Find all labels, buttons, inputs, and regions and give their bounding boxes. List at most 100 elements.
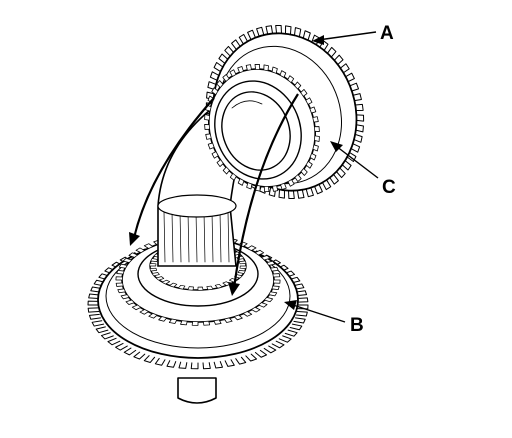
gear-tooth <box>202 362 211 370</box>
gear-tooth <box>354 103 364 111</box>
gear-tooth <box>272 185 279 192</box>
shaft-spline <box>227 211 230 263</box>
lower-shaft-stub <box>177 377 217 404</box>
gear-tooth <box>115 282 124 287</box>
gear-tooth <box>88 313 102 320</box>
gear-tooth <box>258 302 268 308</box>
gear-tooth <box>234 314 243 321</box>
gear-tooth <box>235 356 247 365</box>
gear-tooth <box>296 297 309 303</box>
gear-tooth <box>312 116 319 123</box>
gear-tooth <box>273 279 281 284</box>
gear-tooth <box>261 255 271 261</box>
gear-tooth <box>255 249 265 256</box>
gear-tooth <box>180 320 188 326</box>
gear-tooth <box>284 329 298 337</box>
gear-tooth <box>263 64 269 71</box>
shaft-spline <box>203 211 206 263</box>
gear-tooth <box>237 178 245 186</box>
guide-line-left <box>132 97 215 239</box>
gear-tooth <box>222 166 230 175</box>
gear-tooth <box>305 187 314 198</box>
gear-tooth <box>117 288 126 294</box>
gear-tooth <box>107 337 121 346</box>
leader-line-c <box>335 145 379 179</box>
gear-tooth <box>350 143 361 153</box>
gear-tooth <box>270 266 279 272</box>
gear-tooth <box>95 326 109 334</box>
gear-tooth <box>166 360 177 368</box>
gear-tooth <box>229 173 237 181</box>
gear-tooth <box>247 29 256 41</box>
gear-tooth <box>247 245 257 251</box>
gear-tooth <box>206 285 214 290</box>
shaft-spline <box>195 211 198 263</box>
gear-tooth <box>312 144 319 152</box>
shaft-spline <box>179 211 182 263</box>
gear-tooth <box>91 320 105 327</box>
shaft-spline <box>187 211 190 263</box>
gear-tooth <box>355 124 364 133</box>
gear-tooth <box>216 80 224 88</box>
leader-line-b <box>289 303 346 323</box>
guide-arrowhead-right <box>228 282 240 296</box>
gear-tooth <box>254 349 268 358</box>
gear-tooth <box>222 281 231 286</box>
gear-tooth <box>87 300 99 306</box>
gear-tooth <box>168 318 177 324</box>
gear-tooth <box>352 93 362 102</box>
gear-tooth <box>123 347 137 356</box>
leader-line-a <box>317 31 377 41</box>
gear-tooth <box>211 151 219 159</box>
callout-leaders <box>284 31 379 323</box>
gear-tooth <box>149 263 157 267</box>
gear-tooth <box>116 269 125 275</box>
gear-tooth <box>131 304 141 311</box>
gear-tooth <box>205 133 212 140</box>
gear-tooth <box>314 135 320 142</box>
gear-tooth <box>211 87 219 95</box>
gear-tooth <box>265 25 274 35</box>
gear-tooth <box>268 291 278 297</box>
gear-tooth <box>238 260 247 265</box>
gear-tooth <box>254 63 261 70</box>
gear-tooth <box>275 24 282 34</box>
gear-tooth <box>125 299 135 305</box>
gear-tooth <box>293 27 302 38</box>
gear-tooth <box>239 265 247 269</box>
gear-tooth <box>285 25 292 35</box>
gear-tooth <box>302 30 311 41</box>
gear-tooth <box>209 71 220 81</box>
gear-tooth <box>355 114 365 122</box>
synchro-ring-teeth <box>204 63 320 193</box>
leader-arrowhead-a <box>312 35 324 45</box>
gear-tooth <box>245 353 258 362</box>
gear-tooth <box>169 282 178 288</box>
gear-tooth <box>294 174 302 182</box>
label-c: C <box>382 177 396 198</box>
gear-tooth <box>87 307 100 313</box>
gear-tooth <box>229 69 237 77</box>
upper-gear-bore <box>221 91 291 171</box>
gear-tooth <box>115 342 128 351</box>
gear-tooth <box>207 142 215 150</box>
leader-arrowhead-b <box>284 300 297 310</box>
gear-tooth <box>353 133 363 143</box>
gear-tooth <box>279 70 287 78</box>
gear-tooth <box>178 361 188 369</box>
gear-tooth <box>148 313 158 319</box>
gear-tooth <box>213 361 223 369</box>
gear-tooth <box>151 272 160 277</box>
gear-tooth <box>216 159 224 167</box>
gear-tooth <box>214 283 223 289</box>
gear-tooth <box>245 64 252 71</box>
gear-tooth <box>287 75 295 83</box>
gear-tooth <box>139 309 149 315</box>
upper-gear-assembly <box>204 24 365 200</box>
gear-tooth <box>100 332 114 340</box>
gear-tooth <box>197 286 204 291</box>
gear-tooth <box>309 106 317 114</box>
gear-tooth <box>135 247 145 253</box>
gear-tooth <box>213 319 222 325</box>
